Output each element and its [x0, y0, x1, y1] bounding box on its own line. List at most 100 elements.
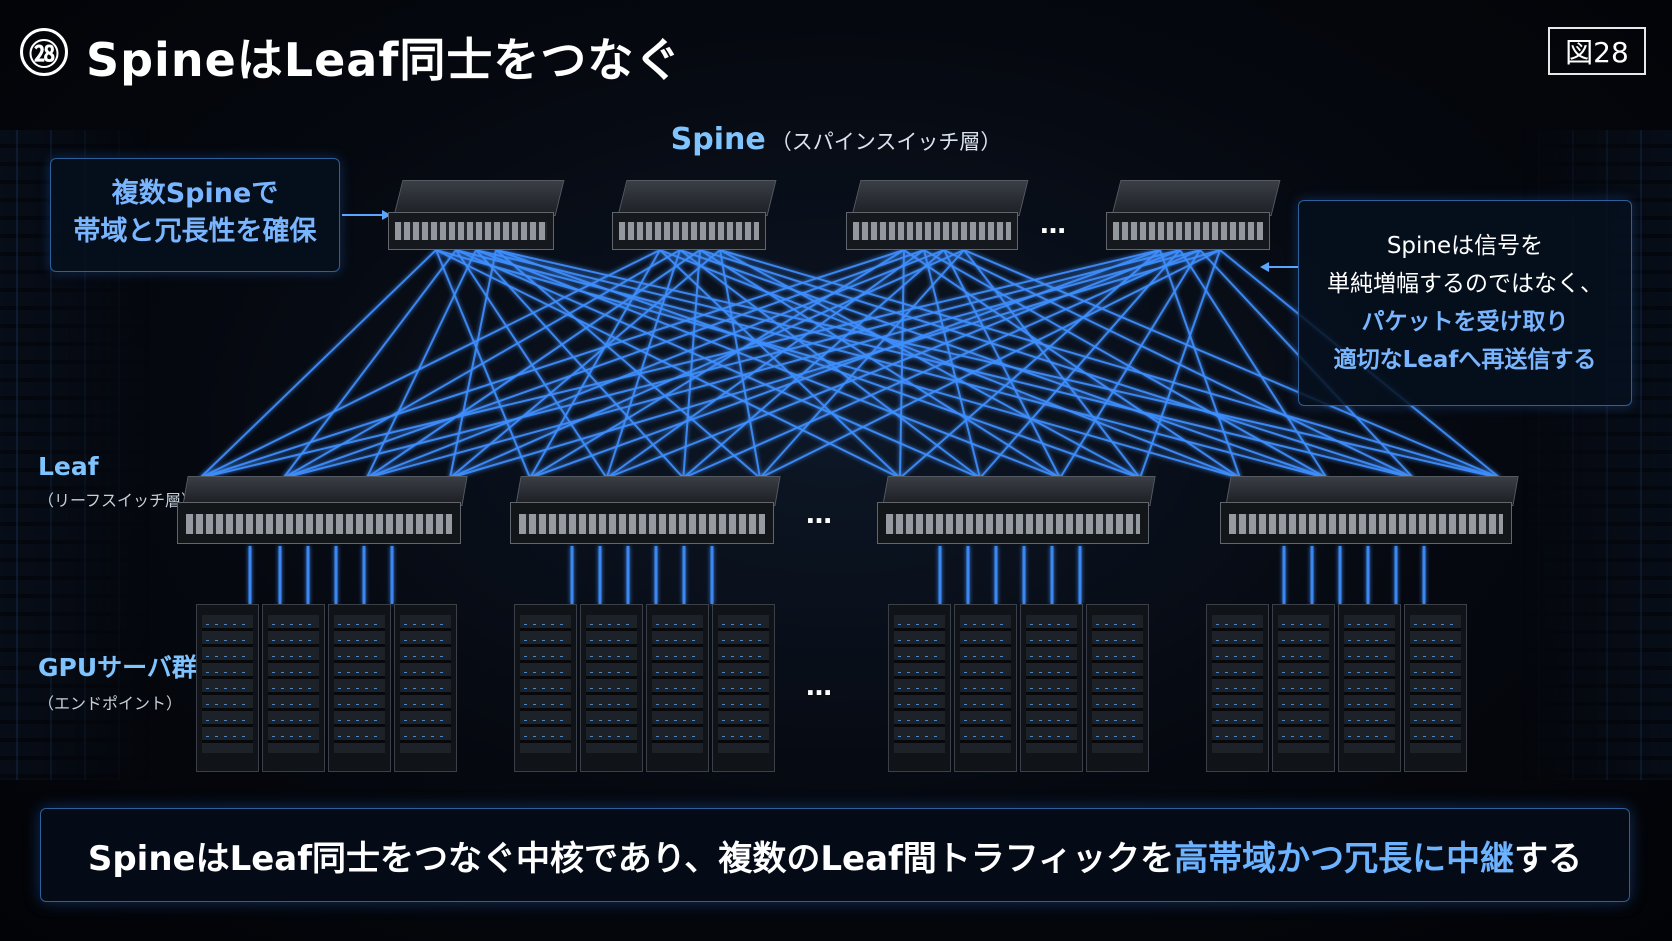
spine-leaf-link [495, 249, 761, 479]
spine-leaf-link [529, 249, 661, 479]
spine-leaf-link [495, 249, 1501, 479]
spine-leaf-link [366, 249, 1201, 479]
spine-leaf-link [679, 249, 981, 479]
gpu-server-rack [1338, 604, 1401, 772]
spine-leaf-link [606, 249, 925, 479]
spine-leaf-link [449, 249, 497, 479]
summary-text-part2: する [1514, 838, 1583, 879]
spine-leaf-link [659, 249, 1241, 479]
spine-leaf-link [199, 249, 661, 479]
spine-leaf-link [943, 249, 1414, 479]
spine-layer-label: Spine （スパインスイッチ層） [0, 122, 1672, 157]
spine-leaf-link [199, 249, 905, 479]
spine-leaf-link [682, 249, 701, 479]
spine-leaf-link [449, 249, 965, 479]
spine-leaf-link [283, 249, 1181, 479]
leaf-switch-2 [510, 476, 781, 546]
spine-leaf-link [923, 249, 981, 479]
gpu-server-rack [712, 604, 775, 772]
gpu-layer-label: GPUサーバ群 （エンドポイント） [38, 648, 197, 714]
spine-leaf-link [449, 249, 721, 479]
spine-leaf-link [365, 249, 477, 479]
leaf-layer-sub: （リーフスイッチ層） [38, 491, 198, 510]
spine-switch-1 [388, 180, 565, 252]
callout-retransmit: Spineは信号を 単純増幅するのではなく、 パケットを受け取り 適切なLeaf… [1298, 200, 1632, 406]
callout-right-arrow-head [1260, 262, 1269, 272]
gpu-ellipsis: … [806, 672, 838, 702]
spine-leaf-link [449, 249, 1221, 479]
spine-leaf-link [282, 249, 681, 479]
spine-leaf-link [682, 249, 945, 479]
gpu-server-rack [888, 604, 951, 772]
spine-leaf-link [282, 249, 925, 479]
spine-leaf-link [1139, 249, 1221, 479]
callout-retransmit-line1: Spineは信号を [1386, 233, 1544, 259]
spine-leaf-link [475, 249, 685, 479]
callout-retransmit-line2: 単純増幅するのではなく、 [1327, 271, 1603, 297]
callout-retransmit-line4: 適切なLeafへ再送信する [1333, 347, 1597, 373]
gpu-layer-sub: （エンドポイント） [38, 694, 183, 713]
spine-leaf-link [605, 249, 681, 479]
spine-leaf-link [1059, 249, 1201, 479]
spine-leaf-link [699, 249, 1061, 479]
spine-leaf-link [759, 249, 1221, 479]
spine-leaf-link [199, 249, 1161, 479]
spine-leaf-link [366, 249, 701, 479]
gpu-server-rack [954, 604, 1017, 772]
spine-layer-sub: （スパインスイッチ層） [770, 130, 1002, 154]
spine-leaf-link [1179, 249, 1328, 479]
spine-leaf-link [899, 249, 905, 479]
gpu-server-rack [1272, 604, 1335, 772]
spine-leaf-link [943, 249, 1061, 479]
gpu-server-rack [646, 604, 709, 772]
gpu-layer-name: GPUサーバ群 [38, 653, 197, 682]
callout-bandwidth-line2: 帯域と冗長性を確保 [73, 216, 317, 247]
leaf-ellipsis: … [806, 500, 838, 530]
spine-switch-3 [846, 180, 1029, 252]
spine-leaf-link [529, 249, 1161, 479]
spine-leaf-link [475, 249, 1414, 479]
gpu-server-rack [328, 604, 391, 772]
gpu-server-rack [1086, 604, 1149, 772]
spine-leaf-link [979, 249, 1181, 479]
spine-leaf-link [366, 249, 945, 479]
figure-label: 図28 [1548, 27, 1646, 75]
gpu-server-rack [1206, 604, 1269, 772]
gpu-server-rack [262, 604, 325, 772]
spine-leaf-link [199, 249, 437, 479]
spine-leaf-link [719, 249, 761, 479]
gpu-server-rack [394, 604, 457, 772]
spine-leaf-link [606, 249, 1181, 479]
leaf-layer-name: Leaf [38, 452, 99, 481]
leaf-switch-3 [877, 476, 1156, 546]
spine-leaf-link [923, 249, 1328, 479]
callout-left-arrow-head [382, 210, 391, 220]
callout-bandwidth-line1: 複数Spineで [111, 178, 279, 209]
leaf-switch-4 [1220, 476, 1519, 546]
spine-leaf-link [1159, 249, 1241, 479]
spine-leaf-link [759, 249, 965, 479]
callout-bandwidth: 複数Spineで 帯域と冗長性を確保 [50, 158, 340, 272]
summary-banner: SpineはLeaf同士をつなぐ中核であり、複数のLeaf間トラフィックを高帯域… [40, 808, 1630, 902]
spine-leaf-link [899, 249, 1161, 479]
gpu-server-rack [514, 604, 577, 772]
spine-leaf-link [529, 249, 905, 479]
gpu-server-rack [580, 604, 643, 772]
figure-number-badge: ㉘ [20, 28, 68, 76]
spine-ellipsis: … [1040, 210, 1072, 240]
leaf-layer-label: Leaf （リーフスイッチ層） [38, 452, 197, 511]
spine-leaf-link [435, 249, 901, 479]
summary-highlight: 高帯域かつ冗長に中継 [1174, 838, 1515, 879]
spine-leaf-link [903, 249, 1241, 479]
page-title: SpineはLeaf同士をつなぐ [86, 33, 682, 87]
callout-retransmit-line3: パケットを受け取り [1361, 309, 1569, 335]
callout-left-arrow [342, 214, 384, 216]
spine-switch-2 [612, 180, 777, 252]
gpu-server-rack [1404, 604, 1467, 772]
spine-leaf-link [282, 249, 457, 479]
spine-leaf-link [963, 249, 1141, 479]
leaf-switch-1 [177, 476, 468, 546]
spine-switch-4 [1106, 180, 1281, 252]
gpu-server-rack [196, 604, 259, 772]
summary-text-part1: SpineはLeaf同士をつなぐ中核であり、複数のLeaf間トラフィックを [87, 838, 1175, 879]
